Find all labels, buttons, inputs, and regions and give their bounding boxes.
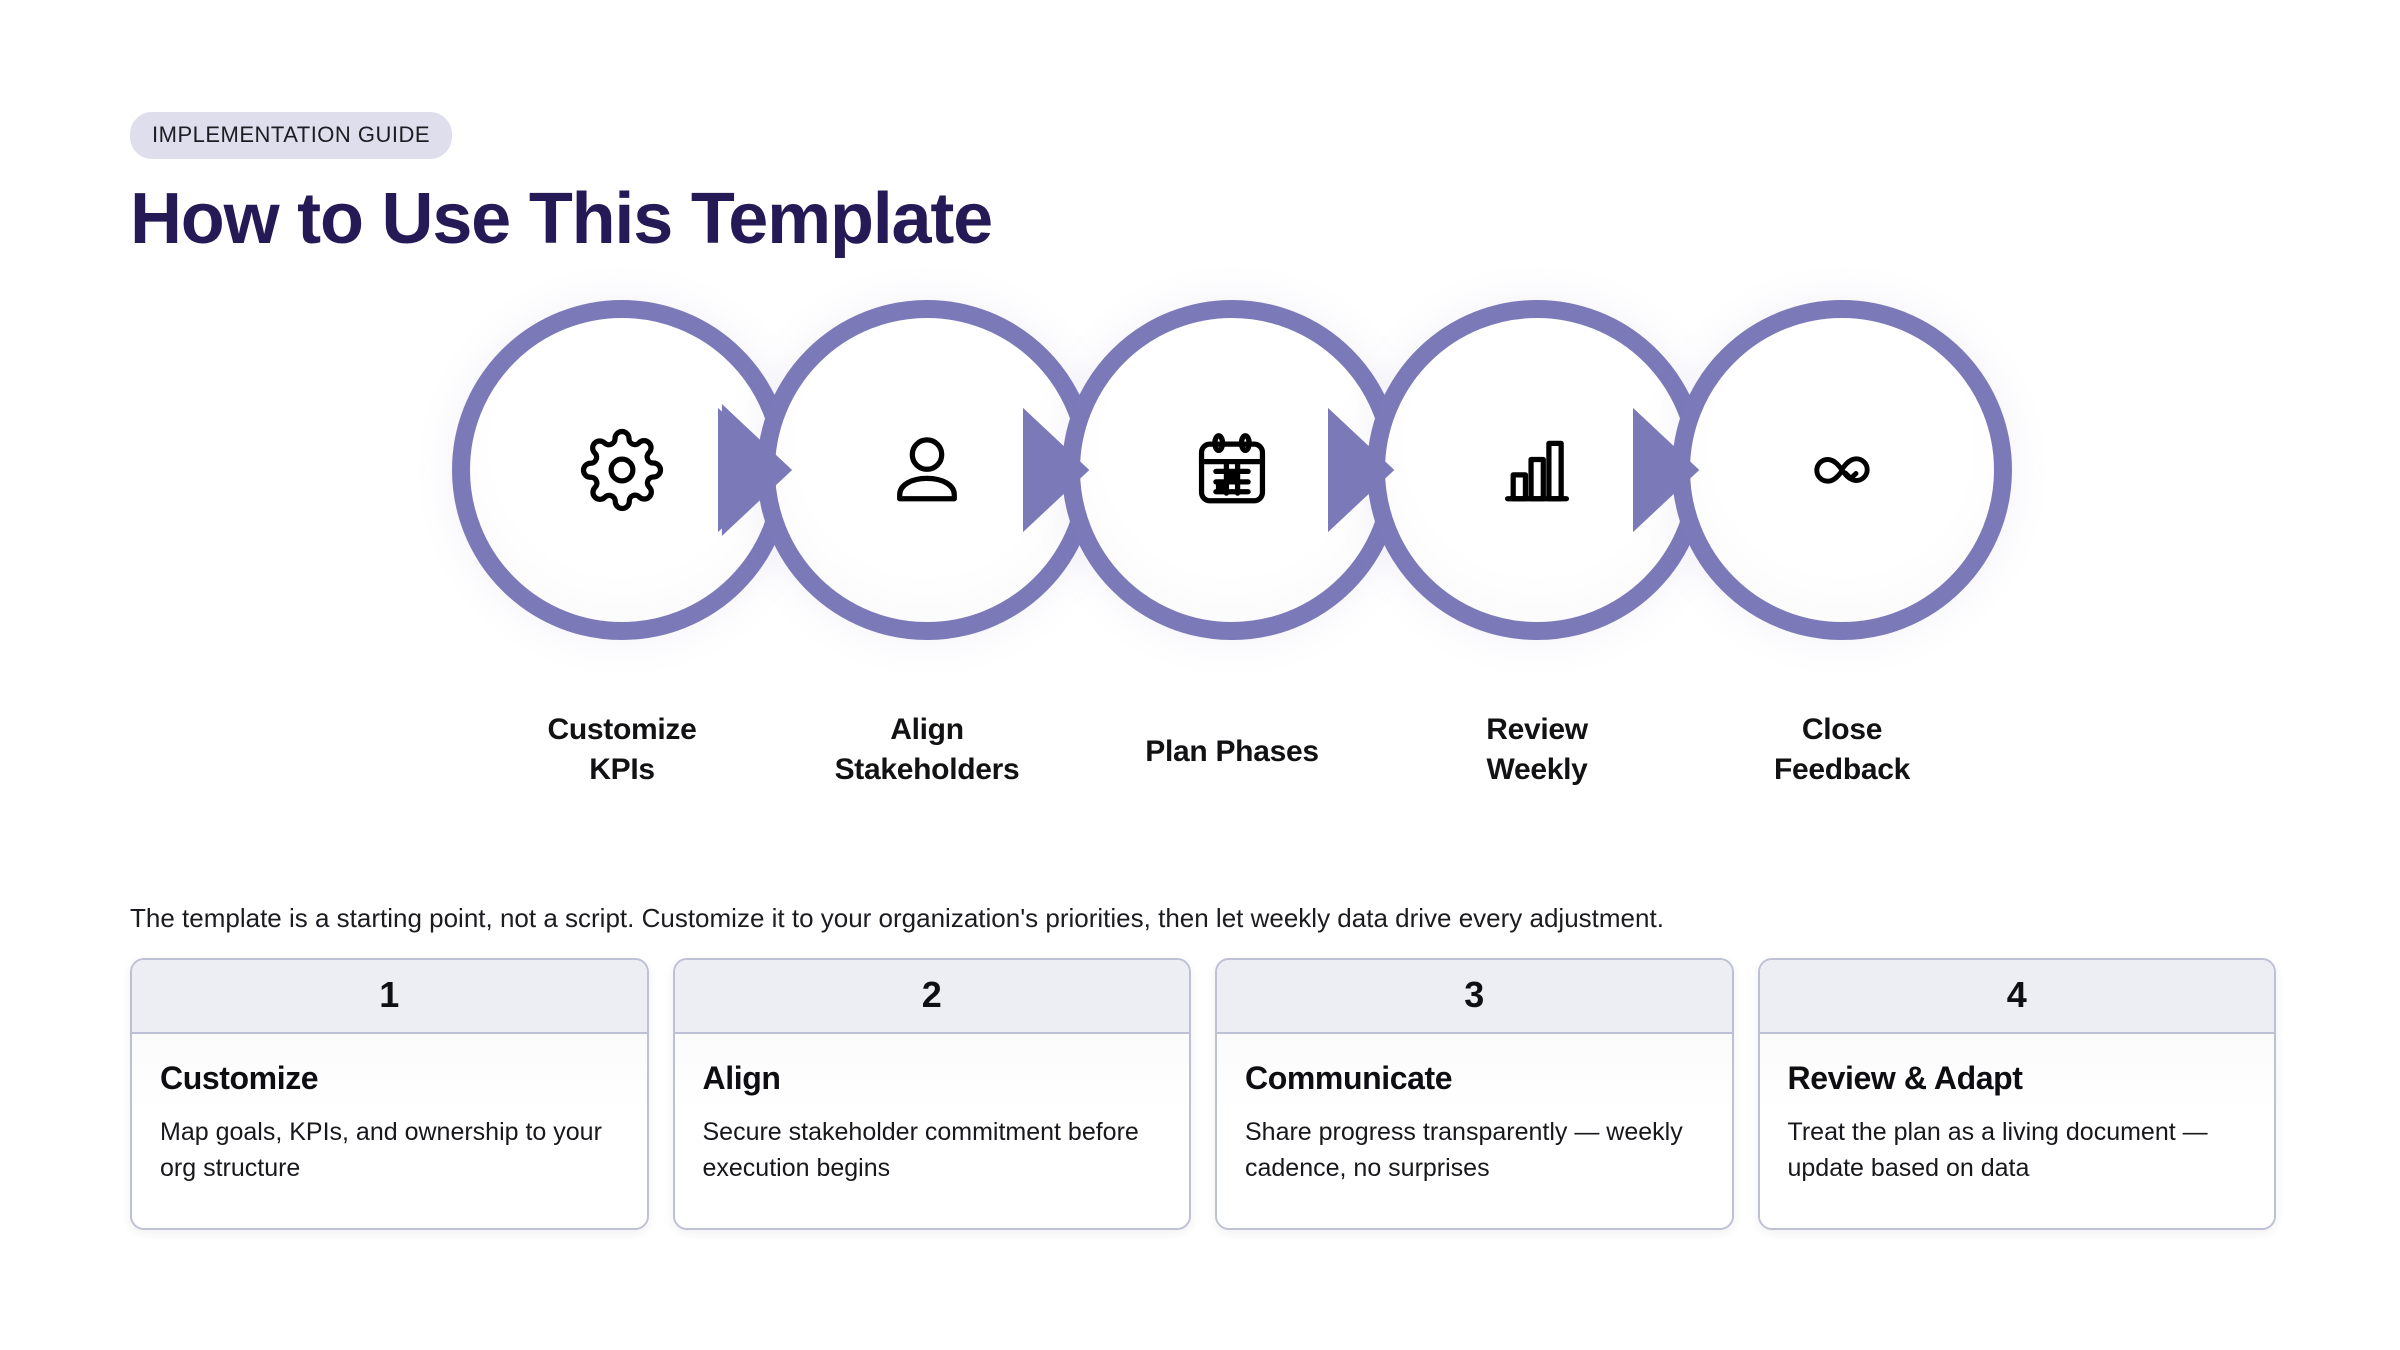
step-card-3[interactable]: 3 Communicate Share progress transparent…	[1215, 958, 1734, 1230]
step-card-2-title: Align	[702, 1060, 781, 1096]
chain-step-label-4-line2: Weekly	[1486, 752, 1588, 786]
chevron-right-icon	[718, 404, 796, 536]
chain-step-label-1-line2: KPIs	[589, 752, 655, 786]
chain-step-labels: Customize KPIs Align Stakeholders Plan P…	[452, 710, 2012, 830]
step-card-3-number: 3	[1217, 960, 1732, 1034]
step-card-1-title: Customize	[160, 1060, 319, 1096]
gear-icon	[580, 428, 664, 512]
step-card-3-body: Communicate Share progress transparently…	[1217, 1034, 1732, 1228]
step-card-4-body: Review & Adapt Treat the plan as a livin…	[1759, 1034, 2274, 1228]
step-card-4-description: Treat the plan as a living document — up…	[1787, 1118, 2208, 1182]
chain-step-label-4-line1: Review	[1486, 713, 1588, 746]
chain-step-label-2-line1: Align	[890, 713, 964, 746]
step-card-2-number: 2	[674, 960, 1189, 1034]
step-cards-row: 1 Customize Map goals, KPIs, and ownersh…	[130, 958, 2276, 1230]
step-card-4-number: 4	[1759, 960, 2274, 1034]
calendar-icon	[1190, 428, 1274, 512]
chain-step-label-3: Plan Phases	[1062, 732, 1402, 772]
step-card-4-title: Review & Adapt	[1787, 1060, 2023, 1096]
lead-paragraph: The template is a starting point, not a …	[130, 903, 1664, 933]
chevron-right-icon	[1633, 404, 1711, 536]
chain-step-label-5-line2: Feedback	[1774, 752, 1910, 786]
infinity-loop-icon	[1800, 428, 1884, 512]
chevron-right-icon	[1328, 404, 1406, 536]
chain-node-5[interactable]	[1672, 300, 2012, 640]
step-card-1-number: 1	[132, 960, 647, 1034]
chain-step-label-4: Review Weekly	[1367, 710, 1707, 789]
person-icon	[885, 428, 969, 512]
step-card-2[interactable]: 2 Align Secure stakeholder commitment be…	[672, 958, 1191, 1230]
step-card-1-description: Map goals, KPIs, and ownership to your o…	[160, 1118, 602, 1182]
page-header: IMPLEMENTATION GUIDE How to Use This Tem…	[130, 112, 993, 259]
step-card-1[interactable]: 1 Customize Map goals, KPIs, and ownersh…	[130, 958, 649, 1230]
process-chain-diagram	[0, 300, 2400, 660]
chain-step-label-3-line1: Plan Phases	[1145, 735, 1319, 768]
step-card-1-body: Customize Map goals, KPIs, and ownership…	[132, 1034, 647, 1228]
chain-step-label-2: Align Stakeholders	[757, 710, 1097, 789]
chevron-right-icon	[1023, 404, 1101, 536]
chain-step-label-5-line1: Close	[1801, 713, 1883, 746]
page-title: How to Use This Template	[130, 179, 993, 259]
chain-step-label-2-line2: Stakeholders	[834, 752, 1020, 786]
step-card-2-description: Secure stakeholder commitment before exe…	[702, 1118, 1139, 1182]
step-card-3-title: Communicate	[1245, 1060, 1453, 1096]
eyebrow-badge: IMPLEMENTATION GUIDE	[130, 112, 453, 159]
chain-step-label-1: Customize KPIs	[452, 710, 792, 789]
chain-step-label-1-line1: Customize	[547, 713, 697, 746]
step-card-4[interactable]: 4 Review & Adapt Treat the plan as a liv…	[1757, 958, 2276, 1230]
step-card-3-description: Share progress transparently — weekly ca…	[1245, 1118, 1683, 1182]
chain-step-label-5: Close Feedback	[1672, 710, 2012, 789]
step-card-2-body: Align Secure stakeholder commitment befo…	[674, 1034, 1189, 1228]
bar-chart-icon	[1495, 428, 1579, 512]
